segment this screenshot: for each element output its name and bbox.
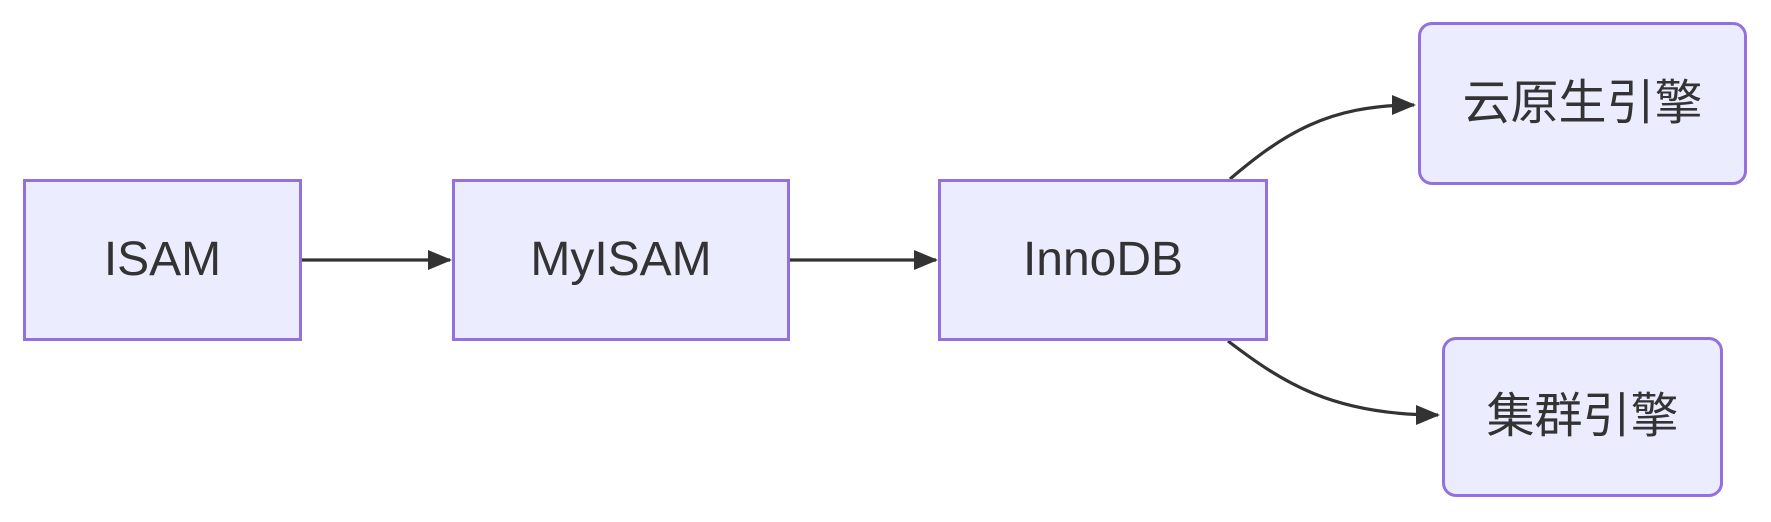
- node-cloud-native-engine-label: 云原生引擎: [1462, 76, 1703, 130]
- node-cluster-engine: 集群引擎: [1442, 337, 1723, 497]
- edge-innodb-to-cloud: [1228, 95, 1416, 181]
- edge-innodb-to-cluster: [1227, 339, 1440, 425]
- node-myisam: MyISAM: [452, 179, 790, 341]
- node-innodb-label: InnoDB: [1022, 233, 1184, 286]
- node-isam-label: ISAM: [103, 233, 222, 286]
- node-cloud-native-engine: 云原生引擎: [1418, 22, 1747, 185]
- node-isam: ISAM: [23, 179, 302, 341]
- node-innodb: InnoDB: [938, 179, 1268, 341]
- node-myisam-label: MyISAM: [530, 233, 712, 286]
- node-cluster-engine-label: 集群引擎: [1486, 390, 1679, 443]
